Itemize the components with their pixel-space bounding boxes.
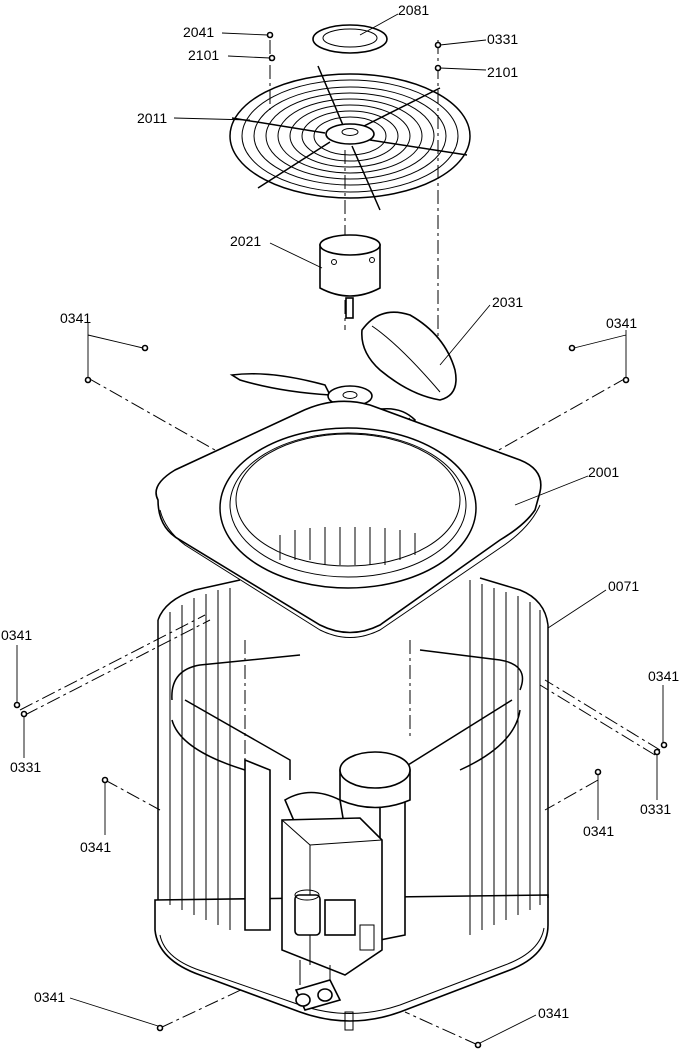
- fasteners: [13, 31, 668, 1049]
- compressor-and-control-box: [281, 751, 411, 1031]
- label-0341-right-upper: 0341: [606, 315, 637, 331]
- part-labels: 2081 2041 2101 0331 2101 2011 2021 2031 …: [1, 2, 679, 1021]
- label-0341-left-bottom: 0341: [34, 989, 65, 1005]
- gasket-ring-2081: [312, 24, 388, 54]
- label-0341-left-side: 0341: [1, 627, 32, 643]
- label-0331-top: 0331: [487, 31, 518, 47]
- label-2101-right: 2101: [487, 64, 518, 80]
- assembly-axes: [19, 40, 661, 1046]
- label-2041: 2041: [183, 24, 214, 40]
- leader-lines: [16, 13, 664, 1044]
- label-2001: 2001: [588, 464, 619, 480]
- top-panel-2001: [155, 400, 542, 638]
- label-0331-right-side: 0331: [640, 801, 671, 817]
- label-0341-right-mid: 0341: [583, 823, 614, 839]
- label-2081: 2081: [398, 2, 429, 18]
- fan-guard-2011: [229, 65, 471, 211]
- label-0331-left-side: 0331: [10, 759, 41, 775]
- label-0341-left-upper: 0341: [60, 310, 91, 326]
- fan-motor-2021: [319, 234, 381, 319]
- label-0341-right-bottom: 0341: [538, 1005, 569, 1021]
- label-2011: 2011: [137, 110, 167, 126]
- label-0341-left-mid: 0341: [80, 839, 111, 855]
- label-0071: 0071: [608, 578, 639, 594]
- label-2031: 2031: [492, 294, 523, 310]
- label-2021: 2021: [230, 233, 261, 249]
- label-0341-right-side: 0341: [648, 668, 679, 684]
- label-2101-left: 2101: [188, 47, 219, 63]
